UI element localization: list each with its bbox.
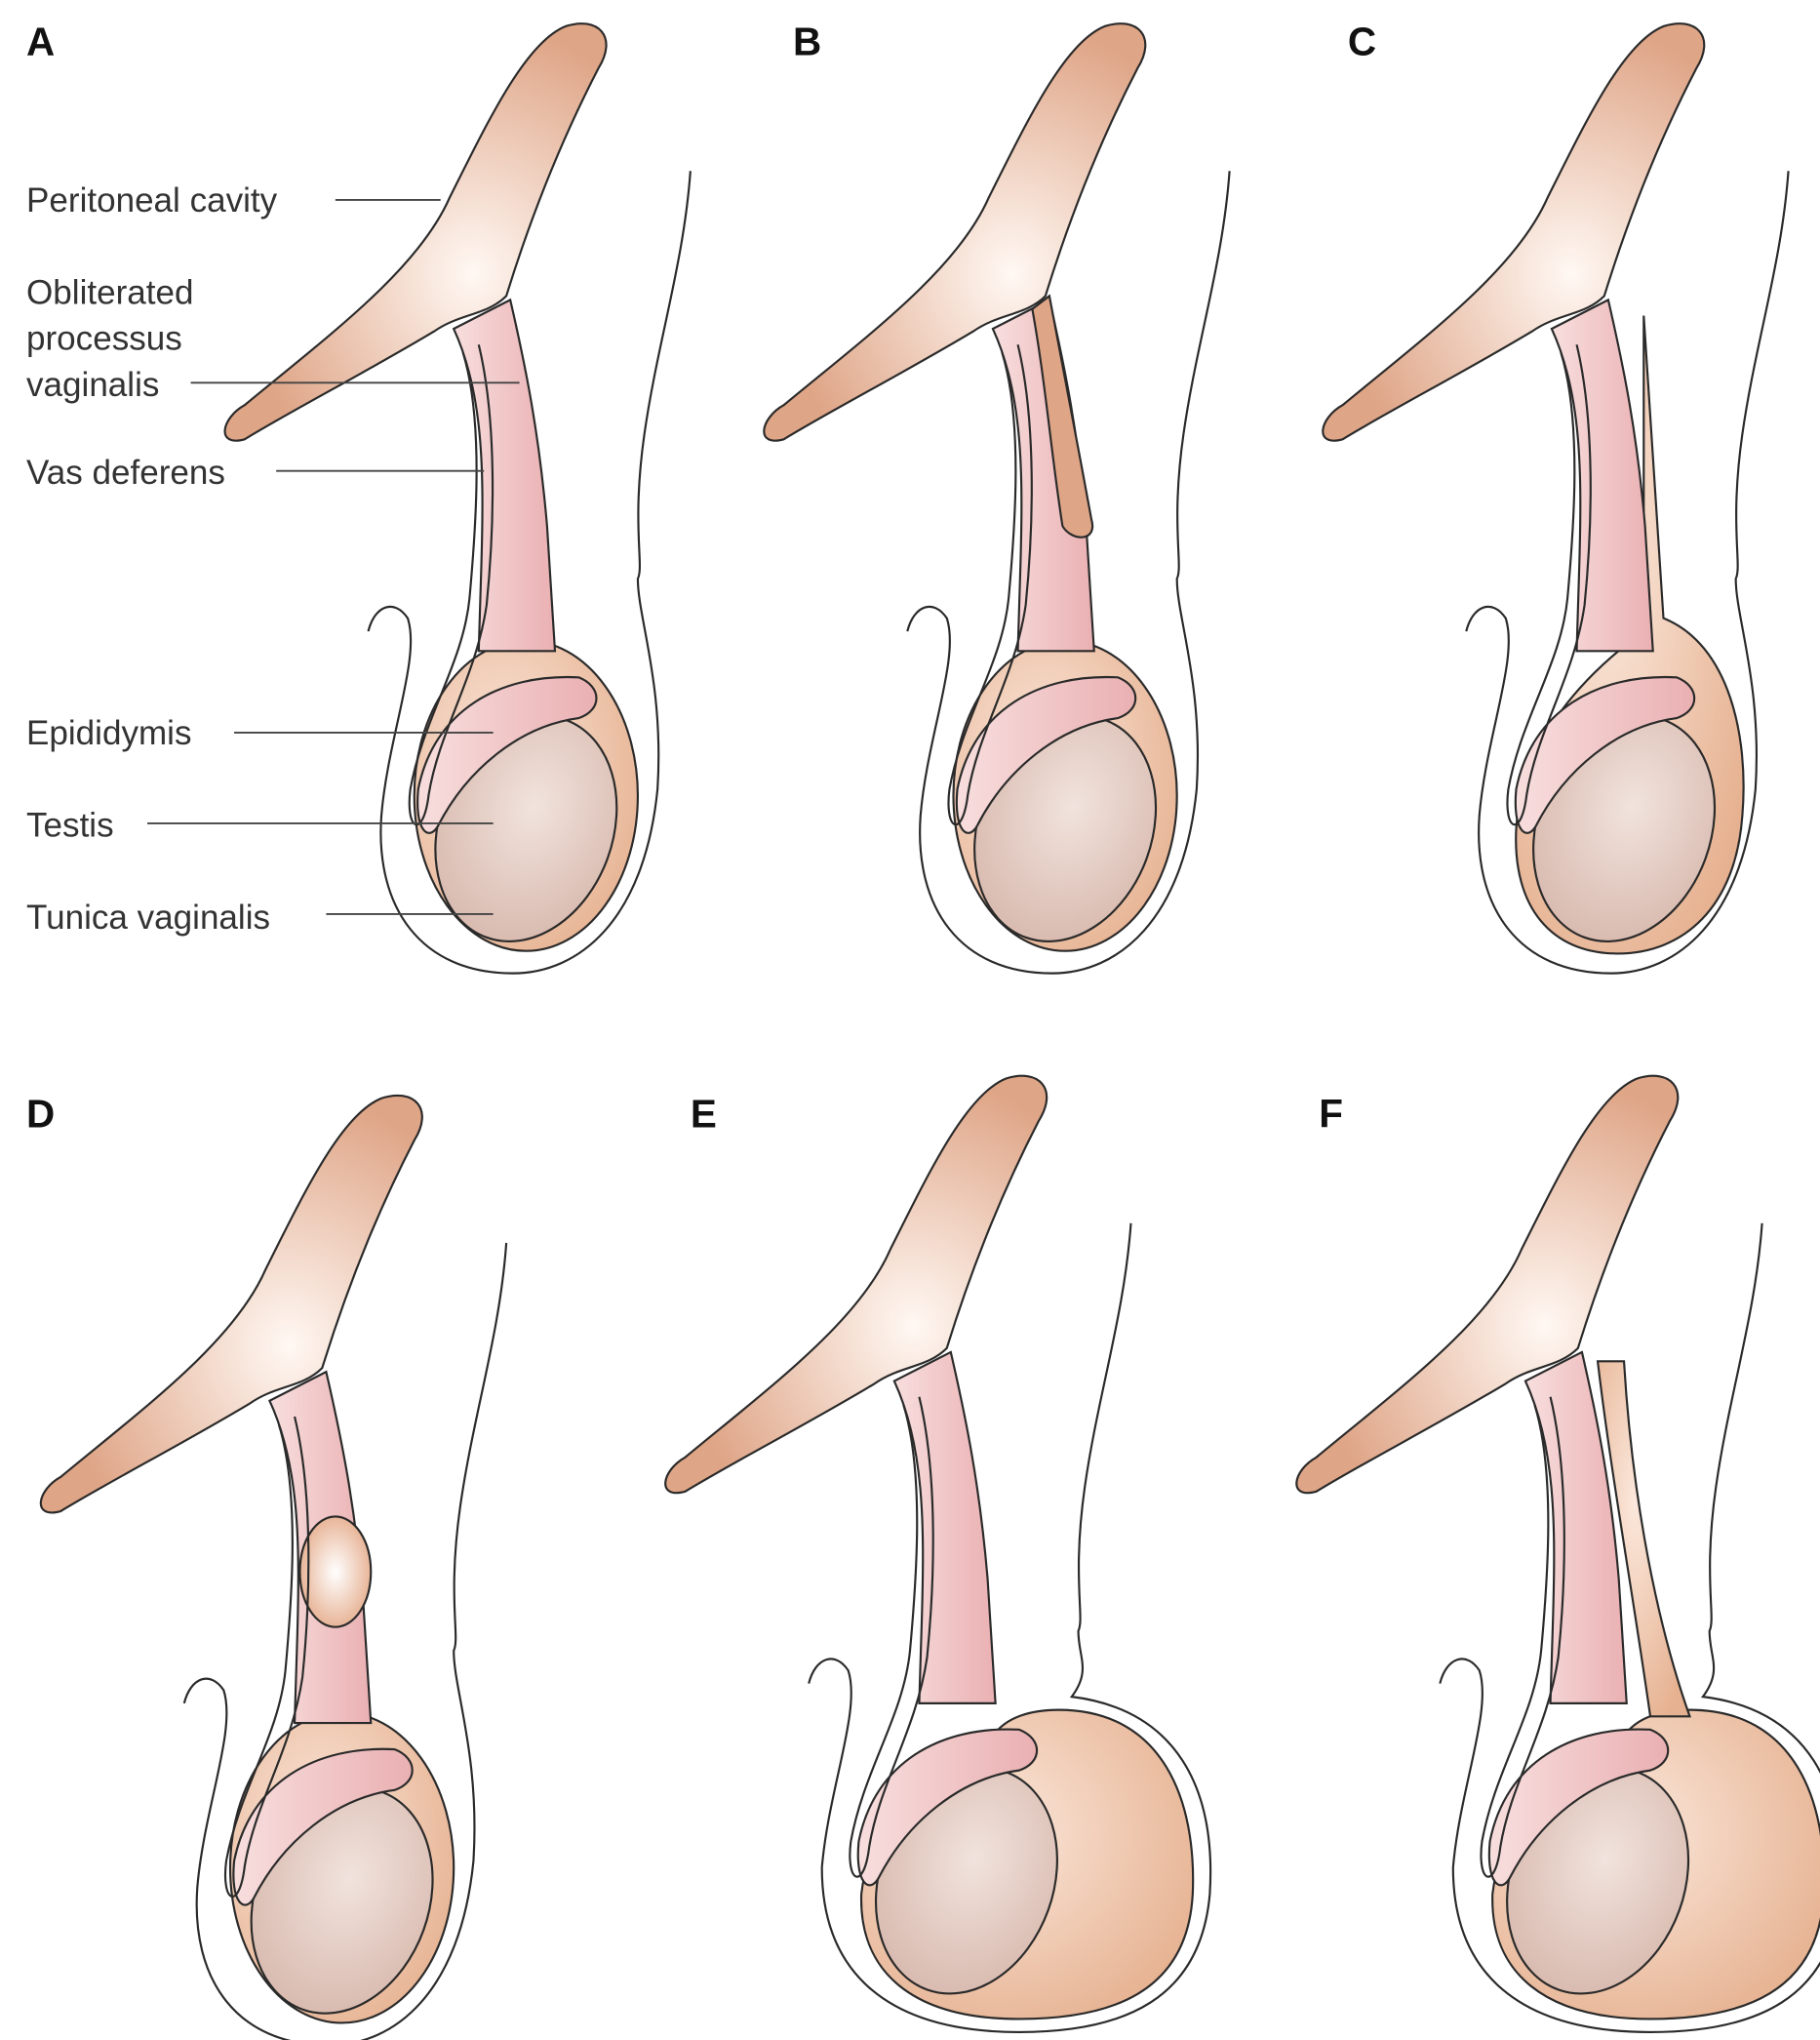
cord-hydrocele-cyst: [298, 1515, 373, 1628]
skin-outline: [367, 171, 692, 975]
label-testis: Testis: [26, 806, 114, 844]
partially-patent-processus: [1031, 294, 1094, 539]
peritoneal-cavity: [763, 22, 1147, 442]
epididymis: [955, 675, 1137, 834]
vas-deferens: [408, 343, 495, 826]
skin-outline: [1439, 1222, 1820, 2033]
epididymis: [1487, 1728, 1670, 1887]
skin-outline: [906, 171, 1231, 975]
label-peritoneal-cavity: Peritoneal cavity: [26, 181, 278, 220]
peritoneal-cavity: [39, 1094, 423, 1514]
vas-deferens: [1480, 1396, 1565, 1878]
peritoneal-cavity: [1322, 22, 1706, 442]
vas-deferens: [223, 1416, 310, 1898]
label-obliterated-1: Obliterated: [26, 273, 193, 311]
patent-processus: [1596, 1360, 1691, 1718]
skin-outline: [808, 1222, 1212, 2033]
vas-deferens: [849, 1396, 934, 1878]
label-group: Peritoneal cavity Obliterated processus …: [26, 181, 520, 937]
epididymis: [856, 1728, 1038, 1887]
epididymis: [416, 675, 598, 834]
label-obliterated-3: vaginalis: [26, 366, 159, 404]
skin-outline: [1465, 171, 1790, 975]
panel-letter: F: [1319, 1091, 1343, 1136]
skin-outline: [182, 1242, 508, 2040]
panel-b: B: [763, 20, 1231, 975]
panel-letter: B: [793, 20, 821, 64]
label-vas-deferens: Vas deferens: [26, 454, 225, 492]
panel-letter: D: [26, 1091, 55, 1136]
spermatic-cord: [1550, 298, 1654, 653]
spermatic-cord: [892, 1350, 997, 1704]
panel-c: C: [1322, 20, 1790, 975]
label-tunica-vaginalis: Tunica vaginalis: [26, 899, 270, 937]
panel-a: A: [26, 20, 692, 975]
panel-letter: A: [26, 20, 55, 64]
vas-deferens: [1506, 343, 1592, 826]
vas-deferens: [947, 343, 1033, 826]
epididymis: [232, 1747, 414, 1906]
peritoneal-cavity: [664, 1074, 1048, 1495]
spermatic-cord: [1523, 1350, 1628, 1704]
label-obliterated-2: processus: [26, 320, 182, 358]
panel-letter: C: [1348, 20, 1376, 64]
panel-e: E: [664, 1074, 1212, 2033]
peritoneal-cavity: [223, 22, 608, 442]
epididymis: [1514, 675, 1696, 834]
panel-letter: E: [691, 1091, 717, 1136]
spermatic-cord: [452, 298, 557, 653]
peritoneal-cavity: [1295, 1074, 1680, 1495]
panel-f: F: [1295, 1074, 1820, 2033]
panel-d: D: [26, 1091, 508, 2040]
label-epididymis: Epididymis: [26, 714, 191, 752]
